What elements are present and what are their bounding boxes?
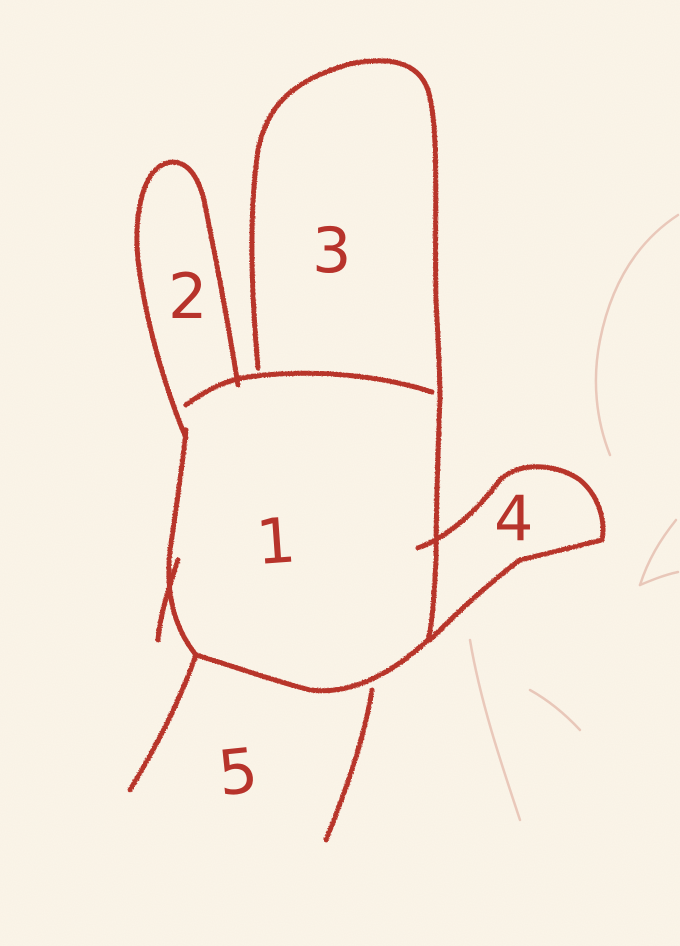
label-palm: 1 xyxy=(254,503,298,579)
label-wrist: 5 xyxy=(214,733,261,810)
label-middle-fingers: 3 xyxy=(312,214,351,287)
label-thumb: 4 xyxy=(494,482,533,555)
label-index-finger: 2 xyxy=(168,260,207,333)
